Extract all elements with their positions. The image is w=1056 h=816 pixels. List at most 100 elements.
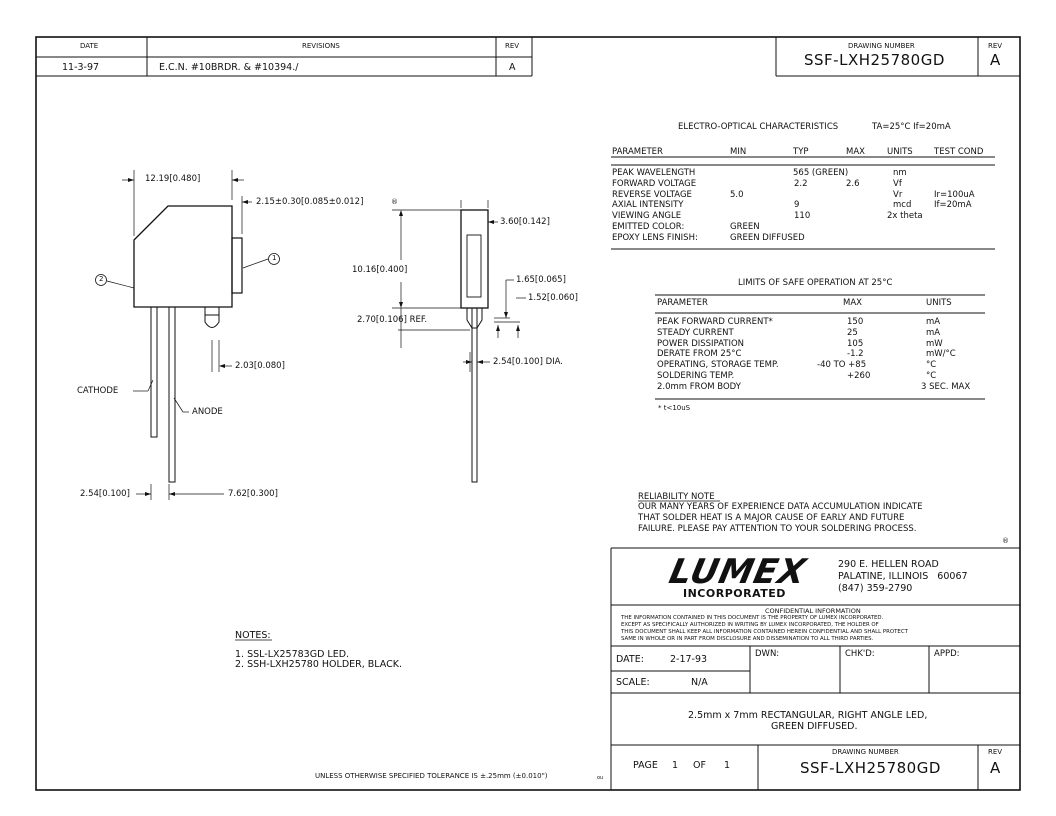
dim-height: 10.16[0.400] — [352, 265, 408, 275]
company-logo: LUMEX — [665, 552, 810, 592]
limits-header-cell: PARAMETER — [657, 298, 708, 308]
eo-cell: 5.0 — [730, 189, 744, 200]
dim-lead-spacing: 2.54[0.100] — [80, 489, 130, 499]
top-rev-value: A — [990, 51, 1001, 69]
reliability-line-1: OUR MANY YEARS OF EXPERIENCE DATA ACCUMU… — [638, 502, 923, 512]
limits-title: LIMITS OF SAFE OPERATION AT 25°C — [738, 278, 893, 288]
limits-cell: °C — [926, 360, 937, 371]
dim-lens-offset: 2.15±0.30[0.085±0.012] — [256, 197, 364, 207]
notes-item-2: 2. SSH-LXH25780 HOLDER, BLACK. — [235, 659, 403, 670]
eo-header-cell: TYP — [793, 147, 809, 157]
dim-lens-height: 1.65[0.065] — [516, 275, 566, 285]
eo-cell: PEAK WAVELENGTH — [612, 168, 696, 178]
tb-rev-value: A — [990, 759, 1001, 777]
limits-cell: +260 — [847, 371, 871, 381]
confidential-line-3: THIS DOCUMENT SHALL KEEP ALL INFORMATION… — [621, 629, 908, 635]
eo-header-cell: PARAMETER — [612, 147, 663, 157]
cathode-label: CATHODE — [77, 386, 119, 396]
limits-cell: mA — [926, 317, 941, 327]
anode-label: ANODE — [192, 407, 223, 417]
eo-cell: GREEN — [730, 222, 760, 232]
eo-cell: 2x theta — [887, 211, 923, 222]
limits-cell: °C — [926, 371, 937, 381]
rev-row-date: 11-3-97 — [62, 62, 100, 73]
eo-cell: GREEN DIFFUSED — [730, 232, 805, 243]
tb-drawing-number-label: DRAWING NUMBER — [832, 748, 899, 756]
dim-width: 3.60[0.142] — [500, 217, 550, 227]
eo-cell: 110 — [794, 211, 811, 222]
eo-cell: AXIAL INTENSITY — [612, 200, 684, 211]
eo-cell: Ir=100uA — [934, 189, 975, 200]
top-drawing-number: SSF-LXH25780GD — [804, 51, 945, 69]
limits-header-cell: UNITS — [926, 298, 952, 308]
confidential-line-1: THE INFORMATION CONTAINED IN THIS DOCUME… — [621, 615, 884, 621]
reliability-line-2: THAT SOLDER HEAT IS A MAJOR CAUSE OF EAR… — [638, 513, 905, 523]
eo-cell: 9 — [794, 200, 800, 211]
dim-lead-offset: 2.03[0.080] — [235, 361, 285, 371]
eo-cell: Vr — [893, 189, 903, 200]
tb-scale-label: SCALE: — [616, 677, 650, 688]
eo-cell: FORWARD VOLTAGE — [612, 178, 697, 189]
company-address-1: 290 E. HELLEN ROAD — [838, 559, 939, 570]
notes-title: NOTES: — [235, 630, 271, 641]
tb-dwn-label: DWN: — [755, 649, 780, 659]
limits-cell: 150 — [847, 317, 864, 327]
limits-cell: 3 SEC. MAX — [921, 381, 971, 392]
limits-cell: OPERATING, STORAGE TEMP. — [657, 360, 779, 371]
limits-cell: POWER DISSIPATION — [657, 338, 745, 349]
limits-header-cell: MAX — [843, 298, 862, 308]
tb-description-2: GREEN DIFFUSED. — [771, 721, 858, 732]
limits-cell: 2.0mm FROM BODY — [657, 381, 741, 392]
company-address-2: PALATINE, ILLINOIS 60067 — [838, 571, 968, 582]
eo-title: ELECTRO-OPTICAL CHARACTERISTICS — [678, 122, 839, 132]
reliability-line-3: FAILURE. PLEASE PAY ATTENTION TO YOUR SO… — [638, 524, 917, 534]
limits-footnote: * t<10uS — [658, 404, 691, 412]
eo-cell: nm — [893, 168, 907, 178]
tb-page-num: 1 — [672, 760, 679, 771]
company-logo-sub: INCORPORATED — [683, 587, 786, 600]
eo-cell: mcd — [893, 200, 912, 211]
eo-header-cell: UNITS — [887, 147, 913, 157]
footer-mark: ou — [597, 775, 604, 781]
company-address-3: (847) 359-2790 — [838, 583, 913, 594]
confidential-title: CONFIDENTIAL INFORMATION — [765, 607, 861, 615]
limits-cell: 105 — [847, 338, 864, 349]
eo-header-cell: MIN — [730, 147, 747, 157]
tb-page-total: 1 — [724, 760, 731, 771]
dim-lens-offset-mark: ® — [391, 198, 398, 206]
dim-overall-length: 12.19[0.480] — [145, 174, 201, 184]
callout-1: 1 — [272, 254, 277, 262]
eo-cell: VIEWING ANGLE — [612, 211, 682, 222]
dim-lead-length: 7.62[0.300] — [228, 489, 278, 499]
rev-row-rev: A — [509, 62, 516, 73]
tb-appd-label: APPD: — [934, 649, 960, 659]
limits-cell: -1.2 — [847, 349, 864, 360]
eo-cell: 565 (GREEN) — [793, 168, 849, 178]
tb-scale-value: N/A — [691, 677, 708, 688]
rev-header-date: DATE — [80, 42, 99, 50]
dim-ref: 2.70[0.106] REF. — [357, 315, 428, 325]
limits-cell: 25 — [847, 327, 858, 338]
limits-cell: SOLDERING TEMP. — [657, 371, 735, 381]
tb-chkd-label: CHK'D: — [845, 649, 875, 659]
tb-page-label: PAGE — [633, 760, 658, 771]
rev-header-rev: REV — [505, 42, 520, 50]
notes-item-1: 1. SSL-LX25783GD LED. — [235, 649, 350, 660]
confidential-line-4: SAME IN WHOLE OR IN PART FROM DISCLOSURE… — [621, 636, 874, 642]
eo-cell: EPOXY LENS FINISH: — [612, 232, 698, 243]
tb-drawing-number: SSF-LXH25780GD — [800, 759, 941, 777]
limits-cell: STEADY CURRENT — [657, 327, 734, 338]
rev-row-description: E.C.N. #10BRDR. & #10394./ — [159, 62, 299, 73]
eo-cell: REVERSE VOLTAGE — [612, 189, 692, 200]
eo-cell: EMITTED COLOR: — [612, 222, 685, 232]
confidential-line-2: EXCEPT AS SPECIFICALLY AUTHORIZED IN WRI… — [621, 622, 879, 628]
reliability-title: RELIABILITY NOTE — [638, 492, 715, 502]
eo-conditions: TA=25°C If=20mA — [872, 122, 951, 132]
top-rev-label: REV — [988, 42, 1003, 50]
limits-cell: mW/°C — [926, 349, 956, 360]
eo-header-cell: TEST COND — [934, 147, 984, 157]
limits-cell: -40 TO +85 — [817, 360, 867, 371]
tb-rev-label: REV — [988, 748, 1003, 756]
eo-cell: 2.6 — [846, 178, 860, 189]
limits-cell: DERATE FROM 25°C — [657, 349, 742, 360]
